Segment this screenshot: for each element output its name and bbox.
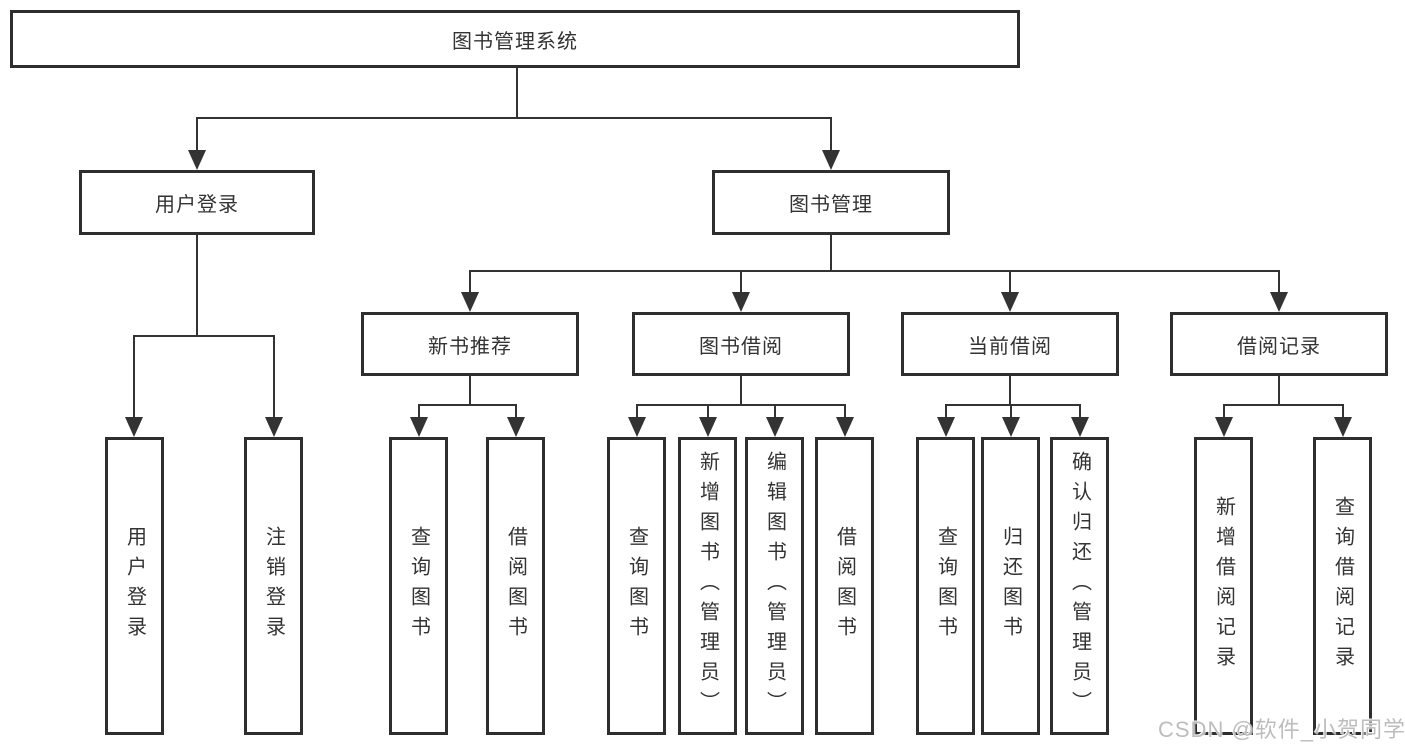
connector-bus-line [1223, 404, 1344, 406]
leaf-confirm-return-admin: 确认归还（管理员） [1050, 437, 1109, 735]
connector-drop-line [740, 271, 742, 292]
connector-drop-line [1278, 271, 1280, 292]
arrowhead-down-icon [822, 150, 840, 170]
connector-drop-line [636, 405, 638, 417]
connector-bus-line [133, 335, 275, 337]
connector-drop-line [707, 405, 709, 417]
node-book-management: 图书管理 [712, 170, 950, 235]
connector-feed-line [1009, 376, 1011, 405]
node-library-management-system: 图书管理系统 [10, 10, 1020, 68]
connector-drop-line [945, 405, 947, 417]
node-current-borrowing: 当前借阅 [901, 312, 1119, 376]
arrowhead-down-icon [766, 417, 784, 437]
connector-bus-line [945, 404, 1081, 406]
leaf-query-books-2: 查询图书 [607, 437, 666, 735]
leaf-query-books: 查询图书 [389, 437, 448, 735]
arrowhead-down-icon [265, 417, 283, 437]
connector-drop-line [515, 405, 517, 417]
leaf-user-login: 用户登录 [105, 437, 164, 735]
connector-feed-line [196, 235, 198, 336]
connector-drop-line [196, 118, 198, 150]
leaf-edit-books-admin: 编辑图书（管理员） [745, 437, 804, 735]
connector-drop-line [1010, 405, 1012, 417]
leaf-return-books: 归还图书 [981, 437, 1040, 735]
leaf-query-borrow-record: 查询借阅记录 [1313, 437, 1372, 735]
arrowhead-down-icon [1334, 417, 1352, 437]
arrowhead-down-icon [836, 417, 854, 437]
connector-drop-line [844, 405, 846, 417]
connector-feed-line [740, 376, 742, 405]
leaf-borrow-books-2: 借阅图书 [815, 437, 874, 735]
connector-bus-line [196, 117, 832, 119]
arrowhead-down-icon [507, 417, 525, 437]
connector-drop-line [418, 405, 420, 417]
connector-drop-line [774, 405, 776, 417]
arrowhead-down-icon [125, 417, 143, 437]
arrowhead-down-icon [1002, 417, 1020, 437]
leaf-logout: 注销登录 [244, 437, 303, 735]
arrowhead-down-icon [1001, 292, 1019, 312]
arrowhead-down-icon [461, 292, 479, 312]
connector-bus-line [636, 404, 846, 406]
node-new-book-recommendation: 新书推荐 [361, 312, 579, 376]
arrowhead-down-icon [732, 292, 750, 312]
arrowhead-down-icon [1071, 417, 1089, 437]
connector-feed-line [516, 68, 518, 118]
connector-bus-line [469, 270, 1280, 272]
csdn-watermark: CSDN @软件_小贺同学 [1158, 717, 1405, 742]
connector-drop-line [1223, 405, 1225, 417]
connector-drop-line [273, 336, 275, 417]
arrowhead-down-icon [628, 417, 646, 437]
connector-bus-line [418, 404, 517, 406]
node-user-login: 用户登录 [79, 170, 315, 235]
connector-feed-line [469, 376, 471, 405]
connector-drop-line [830, 118, 832, 150]
leaf-borrow-books: 借阅图书 [486, 437, 545, 735]
leaf-query-books-3: 查询图书 [916, 437, 975, 735]
arrowhead-down-icon [1270, 292, 1288, 312]
connector-drop-line [469, 271, 471, 292]
connector-drop-line [133, 336, 135, 417]
node-borrowing-records: 借阅记录 [1170, 312, 1388, 376]
arrowhead-down-icon [188, 150, 206, 170]
connector-feed-line [830, 235, 832, 271]
arrowhead-down-icon [1215, 417, 1233, 437]
arrowhead-down-icon [410, 417, 428, 437]
leaf-add-borrow-record: 新增借阅记录 [1194, 437, 1253, 735]
leaf-add-books-admin: 新增图书（管理员） [678, 437, 737, 735]
arrowhead-down-icon [937, 417, 955, 437]
connector-feed-line [1278, 376, 1280, 405]
arrowhead-down-icon [699, 417, 717, 437]
connector-drop-line [1342, 405, 1344, 417]
connector-drop-line [1079, 405, 1081, 417]
node-book-borrowing: 图书借阅 [632, 312, 850, 376]
connector-drop-line [1009, 271, 1011, 292]
